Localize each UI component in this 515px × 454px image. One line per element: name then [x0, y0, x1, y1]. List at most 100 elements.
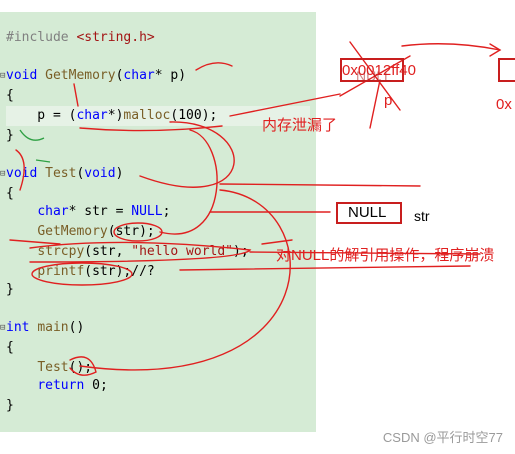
- code-text: return 0;: [6, 376, 108, 396]
- code-token: }: [6, 128, 14, 143]
- code-token: char: [76, 108, 108, 123]
- ink-stroke: [401, 43, 501, 51]
- code-token: malloc: [123, 108, 171, 123]
- p-label: p: [384, 92, 393, 109]
- code-text: p = (char*)malloc(100);: [6, 106, 217, 126]
- code-text: {: [6, 184, 14, 204]
- ink-stroke: [29, 241, 252, 263]
- code-token: <string.h>: [76, 30, 155, 45]
- code-token: void: [84, 166, 116, 181]
- code-token: printf: [37, 264, 85, 279]
- code-token: return: [37, 378, 93, 393]
- current-line-highlight: [6, 106, 310, 126]
- code-token: Test: [37, 360, 69, 375]
- code-token: (: [170, 108, 179, 123]
- ink-stroke: [219, 183, 421, 187]
- code-text: {: [6, 338, 14, 358]
- null-box: [336, 202, 402, 224]
- ink-stroke: [261, 239, 293, 245]
- ink-stroke: [195, 62, 233, 71]
- ink-green-stroke: [19, 129, 45, 141]
- code-text: char* str = NULL;: [6, 202, 170, 222]
- watermark: CSDN @平行时空77: [382, 430, 503, 445]
- code-text: void Test(void): [6, 164, 123, 184]
- code-token: Test: [45, 166, 77, 181]
- code-token: char: [123, 68, 155, 83]
- code-token: void: [6, 68, 46, 83]
- code-token: }: [6, 398, 14, 413]
- ink-circle-printf: [31, 262, 133, 286]
- code-token: p = (: [6, 108, 77, 123]
- ink-stroke: [229, 93, 341, 117]
- code-token: GetMemory: [45, 68, 116, 83]
- address-box: [340, 58, 404, 82]
- pointed-box: [498, 58, 515, 82]
- code-token: #include: [6, 30, 77, 45]
- code-text: }: [6, 126, 14, 146]
- code-token: ;: [162, 204, 171, 219]
- ink-stroke: [489, 43, 502, 57]
- ink-stroke: [159, 129, 218, 235]
- code-token: );: [201, 108, 218, 123]
- code-token: *): [107, 108, 124, 123]
- code-token: (): [68, 320, 85, 335]
- code-text: GetMemory(str);: [6, 222, 155, 242]
- leak-note: 内存泄漏了: [262, 117, 338, 134]
- code-token: ();: [68, 360, 93, 375]
- ox-label: 0x: [496, 96, 512, 113]
- code-token: }: [6, 282, 14, 297]
- code-token: ;: [99, 378, 108, 393]
- code-text: #include <string.h>: [6, 28, 155, 48]
- code-token: (str);//?: [84, 264, 155, 279]
- code-token: (str,: [84, 244, 132, 259]
- ink-stroke: [179, 265, 471, 271]
- ink-stroke: [339, 55, 411, 97]
- code-token: main: [37, 320, 69, 335]
- code-token: (str);: [107, 224, 155, 239]
- ink-stroke: [69, 356, 97, 376]
- address-value: 0x0012ff40: [342, 62, 416, 79]
- code-token: 0: [92, 378, 100, 393]
- ink-stroke: [369, 79, 381, 129]
- code-text: printf(str);//?: [6, 262, 155, 282]
- code-token: {: [6, 340, 14, 355]
- code-text: }: [6, 396, 14, 416]
- code-token: );: [233, 244, 249, 259]
- ink-circle-str: [113, 222, 163, 242]
- code-token: NULL: [131, 204, 163, 219]
- ink-stroke: [73, 83, 79, 107]
- code-token: strcpy: [37, 244, 85, 259]
- null-crossed: NULL: [356, 68, 392, 84]
- code-token: GetMemory: [37, 224, 108, 239]
- code-token: ): [115, 166, 124, 181]
- code-token: (: [115, 68, 124, 83]
- code-text: }: [6, 280, 14, 300]
- code-token: void: [6, 166, 46, 181]
- ink-green-stroke: [35, 159, 51, 163]
- ink-stroke: [139, 121, 235, 188]
- code-text: int main(): [6, 318, 84, 338]
- code-token: int: [6, 320, 38, 335]
- str-label: str: [414, 208, 430, 224]
- fold-toggle-icon[interactable]: ⊟: [0, 323, 6, 333]
- code-token: char: [37, 204, 69, 219]
- code-token: (: [76, 166, 85, 181]
- null-box-label: NULL: [348, 204, 387, 221]
- code-token: * str =: [68, 204, 132, 219]
- code-token: {: [6, 186, 14, 201]
- ink-stroke: [79, 189, 291, 371]
- ink-stroke: [79, 125, 223, 132]
- code-token: {: [6, 88, 14, 103]
- ink-stroke: [9, 239, 61, 245]
- code-text: void GetMemory(char* p): [6, 66, 186, 86]
- code-text: {: [6, 86, 14, 106]
- ink-stroke: [249, 251, 481, 255]
- fold-toggle-icon[interactable]: ⊟: [0, 169, 6, 179]
- ink-stroke: [15, 149, 25, 191]
- code-token: * p): [154, 68, 187, 83]
- code-text: Test();: [6, 358, 92, 378]
- crash-note: 对NULL的解引用操作，程序崩溃: [276, 247, 495, 264]
- code-editor[interactable]: [0, 12, 316, 432]
- fold-toggle-icon[interactable]: ⊟: [0, 71, 6, 81]
